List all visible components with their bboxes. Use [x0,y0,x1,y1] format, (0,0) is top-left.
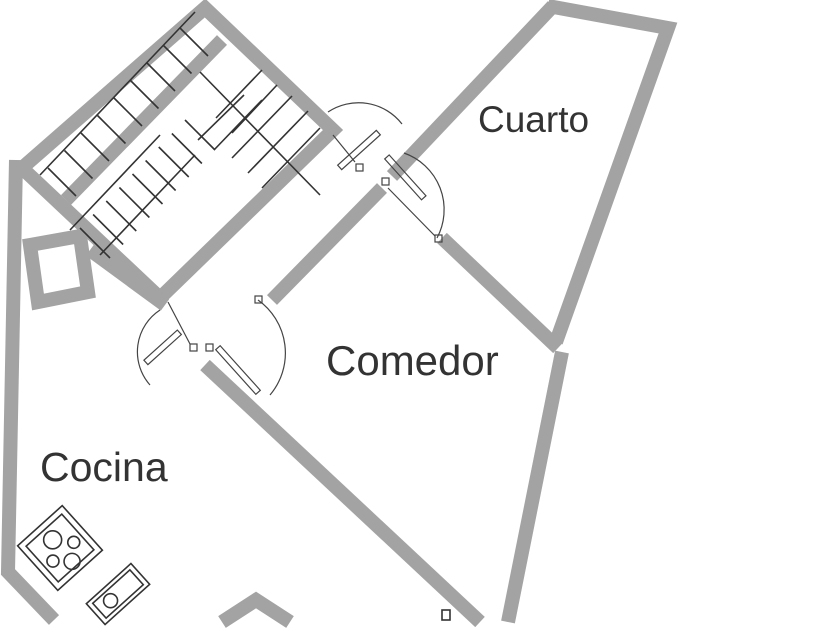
stair-tread [105,200,137,232]
stair-tread [80,132,110,162]
door-arc-cuarto [403,152,445,239]
stair-tread [179,27,209,57]
closet-square [22,227,96,311]
room-label-cuarto: Cuarto [478,99,589,140]
stair-lower-wall [85,244,170,311]
comedor-top-wall [267,183,387,305]
stair-outer-wall [17,0,344,308]
stair-tread [146,62,176,92]
staircase [39,11,321,259]
cocina-comedor-wall [200,359,485,628]
cuarto-bottom-wall [437,232,563,354]
stair-tread [145,159,177,192]
stair-tread [47,167,77,197]
walls [0,0,678,628]
room-label-cocina: Cocina [40,444,168,490]
stair-tread [171,132,203,165]
stair-tread [79,227,111,259]
stair-divider-wall [60,35,228,205]
stair-tread [131,173,164,205]
cuarto-outer-wall [546,0,678,345]
comedor-right-wall [501,350,569,624]
door-arc-top [327,102,403,125]
left-outer-wall [0,159,60,625]
door-arc-comedor [257,299,286,396]
doors [136,102,445,396]
room-label-comedor: Comedor [326,337,499,384]
sink-icon [85,562,151,626]
bottom-fixture [441,609,451,621]
stair-tread [162,44,193,75]
stair-tread [113,97,143,127]
stair-tread [184,119,216,151]
door-arc-cocina [136,309,161,386]
stair-tread [96,114,127,145]
stair-tread [92,213,124,246]
stair-tread [118,186,150,219]
stove-icon [16,504,104,592]
stair-tread [63,149,94,180]
cuarto-left-wall [386,1,559,181]
stair-tread [129,79,160,110]
bottom-inner-wall [218,591,294,628]
stair-tread [158,146,190,178]
